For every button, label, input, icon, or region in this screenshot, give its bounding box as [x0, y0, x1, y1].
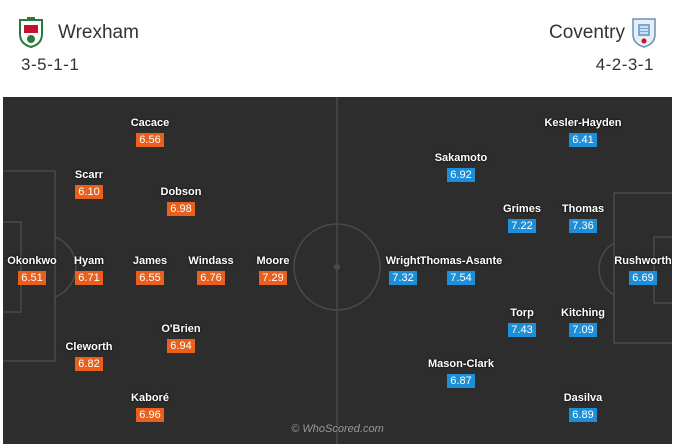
player-sakamoto[interactable]: Sakamoto 6.92	[434, 152, 488, 182]
player-james[interactable]: James 6.55	[132, 255, 168, 285]
player-rating: 6.89	[569, 408, 597, 422]
player-rating: 7.54	[447, 271, 475, 285]
player-moore[interactable]: Moore 7.29	[256, 255, 290, 285]
player-rating: 6.92	[447, 168, 475, 182]
whoscored-watermark: © WhoScored.com	[291, 423, 384, 435]
player-rating: 6.10	[75, 185, 103, 199]
player-thomas[interactable]: Thomas 7.36	[561, 203, 605, 233]
player-dobson[interactable]: Dobson 6.98	[160, 186, 202, 216]
player-scarr[interactable]: Scarr 6.10	[74, 169, 104, 199]
coventry-crest-icon	[632, 18, 656, 48]
player-rating: 6.51	[18, 271, 46, 285]
player-rating: 7.22	[508, 219, 536, 233]
match-header: Wrexham 3-5-1-1 Coventry 4-2-3-1	[0, 0, 675, 92]
player-cacace[interactable]: Cacace 6.56	[130, 117, 170, 147]
player-kitching[interactable]: Kitching 7.09	[561, 307, 605, 337]
player-rating: 6.41	[569, 133, 597, 147]
away-formation: 4-2-3-1	[595, 55, 654, 74]
player-rating: 7.09	[569, 323, 597, 337]
away-team-name[interactable]: Coventry	[548, 22, 625, 43]
player-hyam[interactable]: Hyam 6.71	[74, 255, 104, 285]
player-rating: 6.76	[197, 271, 225, 285]
player-rating: 6.56	[136, 133, 164, 147]
player-rating: 6.96	[136, 408, 164, 422]
player-rating: 6.98	[167, 202, 195, 216]
player-okonkwo[interactable]: Okonkwo 6.51	[7, 255, 57, 285]
player-windass[interactable]: Windass 6.76	[188, 255, 234, 285]
player-rating: 7.32	[389, 271, 417, 285]
player-wright[interactable]: Wright 7.32	[385, 255, 421, 285]
player-obrien[interactable]: O'Brien 6.94	[161, 323, 201, 353]
player-rating: 7.43	[508, 323, 536, 337]
player-thomas-asante[interactable]: Thomas-Asante 7.54	[419, 255, 503, 285]
player-rating: 6.69	[629, 271, 657, 285]
player-rating: 6.87	[447, 374, 475, 388]
player-dasilva[interactable]: Dasilva 6.89	[563, 392, 603, 422]
player-kesler-hayden[interactable]: Kesler-Hayden 6.41	[544, 117, 622, 147]
player-rating: 6.94	[167, 339, 195, 353]
player-rating: 6.55	[136, 271, 164, 285]
wrexham-crest-icon	[19, 17, 43, 48]
player-rating: 6.71	[75, 271, 103, 285]
home-team-name[interactable]: Wrexham	[58, 22, 139, 43]
player-grimes[interactable]: Grimes 7.22	[503, 203, 541, 233]
pitch-markings	[3, 97, 672, 444]
pitch: Okonkwo 6.51 Scarr 6.10 Hyam 6.71 Clewor…	[3, 97, 672, 444]
player-rushworth[interactable]: Rushworth 6.69	[614, 255, 672, 285]
player-mason-clark[interactable]: Mason-Clark 6.87	[427, 358, 495, 388]
player-kabore[interactable]: Kaboré 6.96	[131, 392, 169, 422]
player-cleworth[interactable]: Cleworth 6.82	[65, 341, 113, 371]
player-torp[interactable]: Torp 7.43	[508, 307, 536, 337]
player-rating: 7.29	[259, 271, 287, 285]
home-formation: 3-5-1-1	[21, 55, 80, 74]
player-rating: 6.82	[75, 357, 103, 371]
player-rating: 7.36	[569, 219, 597, 233]
